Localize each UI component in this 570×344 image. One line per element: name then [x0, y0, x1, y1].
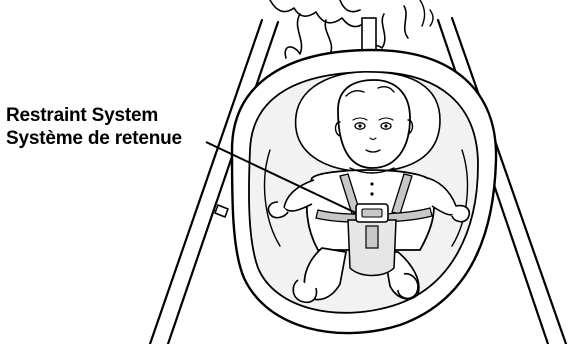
callout-label-english: Restraint System	[6, 104, 182, 127]
callout-label-french: Système de retenue	[6, 127, 182, 150]
restraint-system-callout: Restraint System Système de retenue	[6, 104, 182, 150]
